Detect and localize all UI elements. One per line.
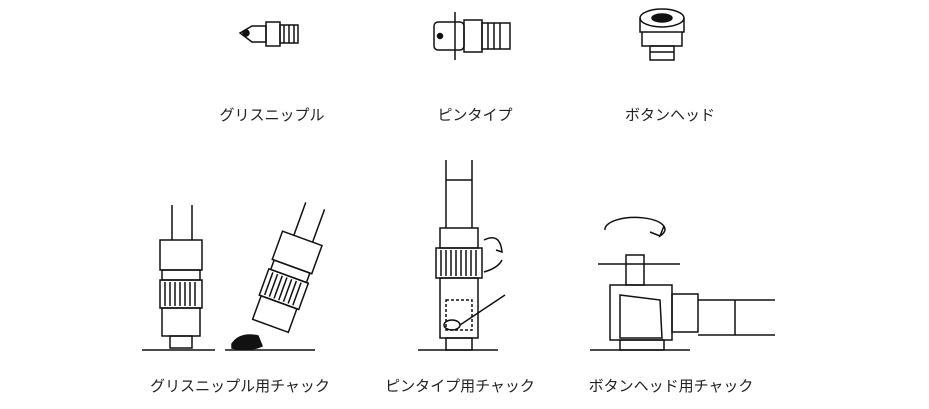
button-head-icon <box>639 8 685 61</box>
pin-type-icon <box>433 12 511 60</box>
button-head-chuck-icon <box>590 216 775 351</box>
chuck-label-grease-nipple: グリスニップル用チャック <box>150 377 330 395</box>
fitting-label-pin-type: ピンタイプ <box>437 106 513 124</box>
chuck-label-button-head: ボタンヘッド用チャック <box>588 377 754 395</box>
chuck-label-pin-type: ピンタイプ用チャック <box>385 377 535 395</box>
fitting-label-grease-nipple: グリスニップル <box>219 106 325 124</box>
pin-type-chuck-icon <box>418 160 506 351</box>
fitting-label-button-head: ボタンヘッド <box>624 106 716 124</box>
grease-nipple-chuck-icon <box>142 202 326 351</box>
grease-nipple-icon <box>238 21 299 47</box>
